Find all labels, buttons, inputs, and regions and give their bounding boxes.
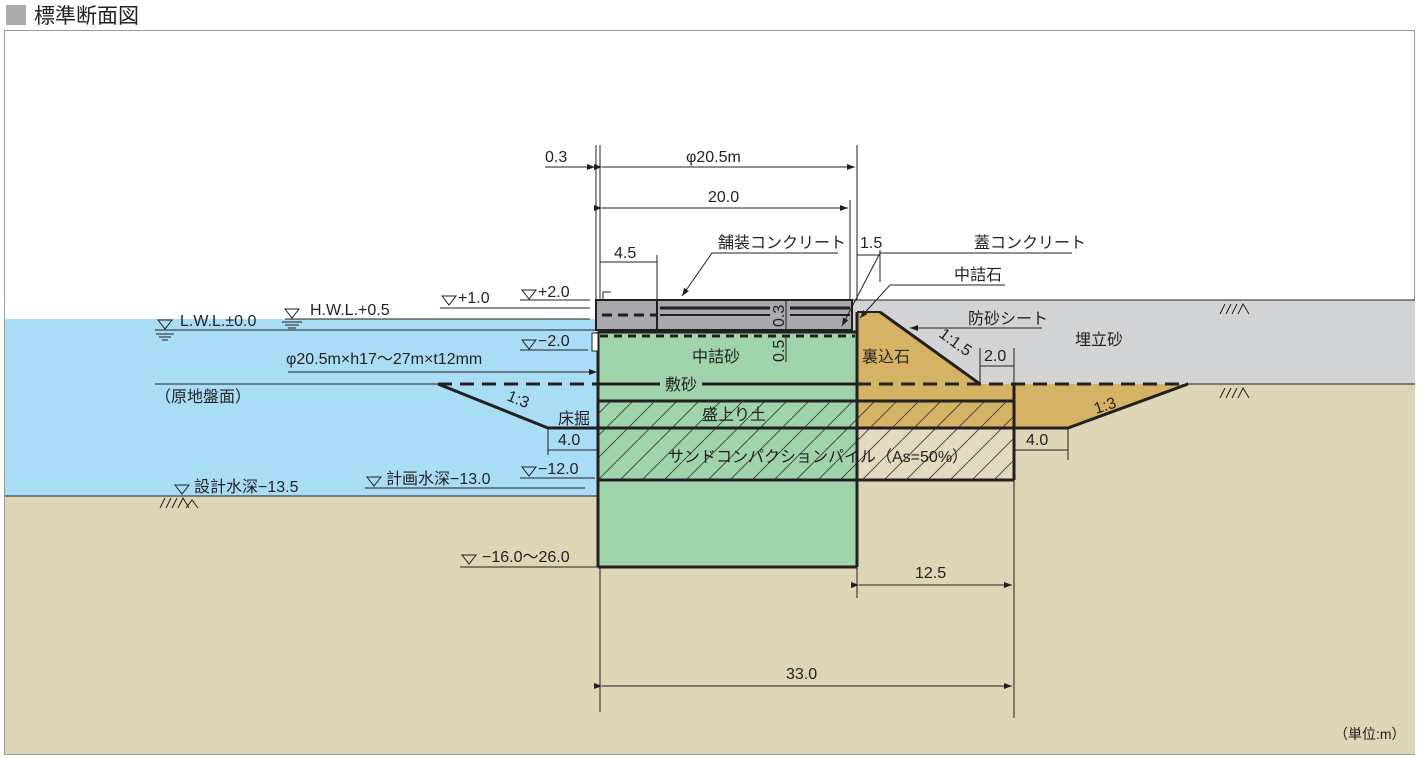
level-plus-1: +1.0 [458, 290, 490, 307]
label-mound: 盛上り土 [702, 406, 766, 424]
label-excavation: 床掘 [558, 410, 590, 428]
dim-20: 20.0 [708, 189, 739, 206]
original-ground-label: （原地盤面） [155, 388, 251, 406]
title-marker [6, 5, 26, 25]
label-scp: サンドコンパクションパイル（As=50%） [668, 448, 968, 466]
dim-1-5: 1.5 [860, 235, 882, 252]
level-minus-2: −2.0 [538, 333, 570, 350]
label-lid-concrete: 蓋コンクリート [974, 234, 1086, 252]
hatch-right [857, 401, 1014, 480]
dim-0-3: 0.3 [545, 149, 567, 166]
level-markers [156, 289, 1250, 565]
label-reclaim-sand: 埋立砂 [1075, 331, 1123, 349]
level-design-depth: 設計水深−13.5 [194, 478, 299, 496]
label-sand-sheet: 防砂シート [968, 310, 1048, 328]
hatch-cell [598, 401, 857, 480]
level-lwl: L.W.L.±0.0 [180, 313, 256, 330]
backfill-stone [857, 312, 980, 384]
unit-label: （単位:m） [1334, 726, 1406, 742]
label-cell-spec: φ20.5m×h17〜27m×t12mm [286, 351, 482, 368]
level-hwl: H.W.L.+0.5 [310, 302, 390, 319]
label-backfill-stone: 裏込石 [862, 347, 910, 366]
dim-33-0: 33.0 [786, 666, 817, 683]
label-fill-stone: 中詰石 [954, 266, 1002, 284]
level-plus-2: +2.0 [538, 284, 570, 301]
water [5, 319, 599, 496]
dim-diameter: φ20.5m [686, 149, 741, 166]
title-text: 標準断面図 [34, 5, 139, 28]
label-paving-concrete: 舗装コンクリート [718, 234, 846, 252]
level-bottom: −16.0〜26.0 [482, 549, 570, 566]
label-base-sand: 敷砂 [665, 375, 697, 394]
dim-4-5: 4.5 [614, 245, 636, 262]
diagram-title: 標準断面図 [6, 2, 139, 28]
dim-2-0: 2.0 [984, 348, 1006, 365]
dim-4-0-left: 4.0 [558, 432, 580, 449]
level-plan-depth: 計画水深−13.0 [386, 470, 491, 488]
label-slope-1-3-right: 1:3 [1092, 395, 1119, 418]
dim-12-5: 12.5 [915, 565, 946, 582]
label-fill-sand: 中詰砂 [692, 348, 740, 366]
dim-cap-0-5: 0.5 [771, 340, 788, 362]
dim-4-0-right: 4.0 [1026, 432, 1048, 449]
dim-cap-0-3: 0.3 [771, 305, 788, 327]
level-minus-12: −12.0 [538, 461, 579, 478]
